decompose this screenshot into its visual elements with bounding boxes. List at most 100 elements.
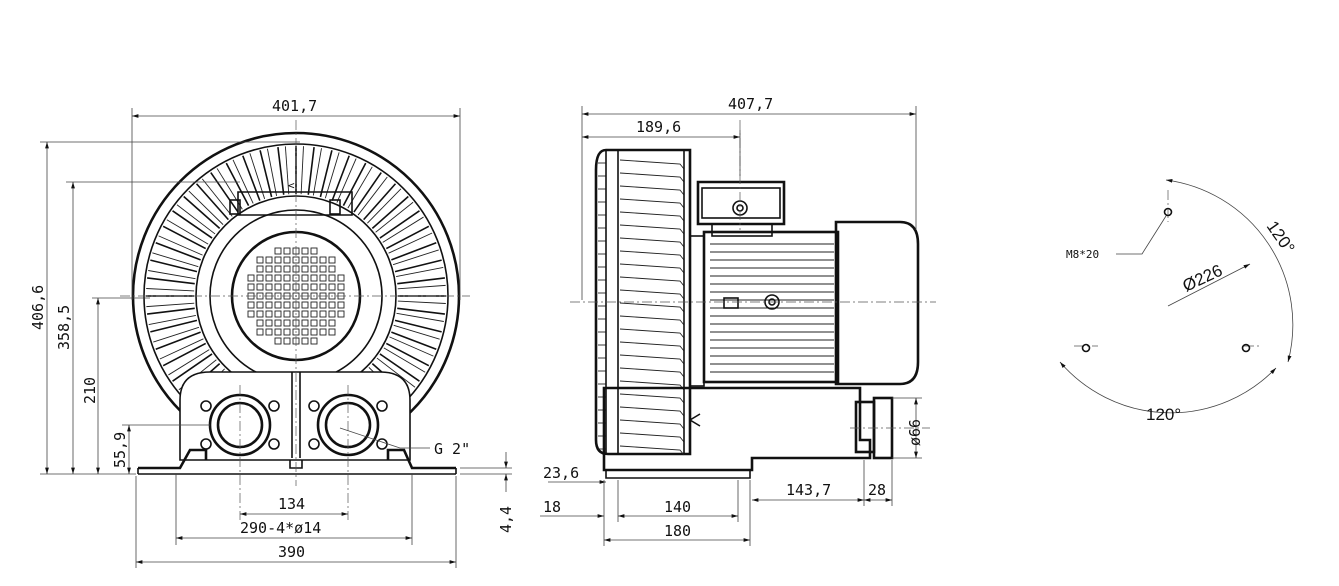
fin-edge bbox=[159, 338, 204, 360]
grille-cell bbox=[256, 292, 264, 300]
flange-hole-left bbox=[1081, 343, 1091, 353]
dim-port-diameter: ø66 bbox=[906, 419, 924, 446]
grille-cell bbox=[247, 274, 255, 282]
arc-bottom bbox=[1059, 361, 1277, 414]
fin bbox=[307, 146, 315, 195]
front-view: < 401,7 406,6 35 bbox=[29, 97, 515, 568]
dim-foot-holes: 140 bbox=[664, 498, 691, 516]
grille-cell bbox=[301, 319, 309, 327]
grille-cell bbox=[265, 319, 273, 327]
dim-height-total: 406,6 bbox=[29, 285, 47, 330]
fin bbox=[183, 195, 221, 229]
grille-cell bbox=[310, 301, 318, 309]
flow-arrow bbox=[689, 413, 701, 427]
grille-cell bbox=[328, 274, 336, 282]
grille-cell bbox=[319, 301, 327, 309]
grille-cell bbox=[301, 265, 309, 273]
diameter-leader bbox=[1167, 263, 1251, 307]
side-fin bbox=[619, 224, 685, 235]
fin bbox=[259, 150, 273, 198]
grille-cell bbox=[265, 283, 273, 291]
grille-cell bbox=[310, 265, 318, 273]
dim-port-spacing: 134 bbox=[278, 495, 305, 513]
grille-cell bbox=[319, 283, 327, 291]
side-centerlines bbox=[570, 120, 936, 303]
grille-cell bbox=[328, 265, 336, 273]
fin bbox=[363, 183, 397, 221]
fin bbox=[319, 150, 333, 198]
fin-edge bbox=[376, 357, 416, 388]
grille-cell bbox=[292, 274, 300, 282]
grille-cell bbox=[310, 319, 318, 327]
grille-cell bbox=[301, 256, 309, 264]
grille-cell bbox=[319, 256, 327, 264]
side-fin bbox=[619, 445, 685, 456]
grille-cell bbox=[301, 247, 309, 255]
dim-base-width: 390 bbox=[278, 543, 305, 561]
fin-edge bbox=[232, 159, 254, 204]
dim-holes: 290-4*ø14 bbox=[240, 519, 321, 537]
cable-gland-right bbox=[329, 199, 341, 215]
fin bbox=[162, 225, 207, 250]
grille-cell bbox=[310, 292, 318, 300]
fin-edge bbox=[396, 312, 444, 322]
fin bbox=[379, 210, 420, 239]
thread-label: G 2" bbox=[434, 440, 470, 458]
fin bbox=[172, 210, 213, 239]
grille-cell bbox=[256, 328, 264, 336]
fan-cowl bbox=[834, 220, 920, 386]
grille-cell bbox=[283, 337, 291, 345]
grille-cell bbox=[310, 328, 318, 336]
fin-edge bbox=[393, 324, 440, 340]
fin-edge bbox=[146, 302, 195, 308]
fin bbox=[162, 342, 207, 367]
grille-cell bbox=[301, 337, 309, 345]
grille-cell bbox=[247, 283, 255, 291]
grille-cell bbox=[274, 310, 282, 318]
fin bbox=[394, 259, 442, 273]
grille-cell bbox=[310, 310, 318, 318]
fin bbox=[225, 162, 250, 207]
fin bbox=[172, 353, 213, 382]
side-fin bbox=[619, 172, 685, 183]
fin-edge bbox=[188, 190, 224, 225]
base-plate bbox=[137, 468, 457, 475]
dim-height-outlet: 358,5 bbox=[55, 305, 73, 350]
side-fin bbox=[619, 289, 685, 300]
fin bbox=[210, 172, 239, 213]
grille-cell bbox=[328, 256, 336, 264]
dim-height-port: 55,9 bbox=[111, 432, 129, 468]
fin bbox=[379, 353, 420, 382]
screw-leader bbox=[1116, 215, 1167, 255]
grille-cell bbox=[256, 274, 264, 282]
port-centerlines bbox=[239, 385, 349, 520]
front-centerlines bbox=[120, 120, 470, 486]
dim-foot-length: 180 bbox=[664, 522, 691, 540]
blower-housing bbox=[594, 148, 692, 456]
dim-base-offset: 23,6 bbox=[543, 464, 579, 482]
side-fin bbox=[619, 237, 685, 248]
grille-cell bbox=[274, 265, 282, 273]
fin-edge bbox=[168, 349, 210, 376]
fin bbox=[146, 307, 195, 315]
grille-cell bbox=[328, 319, 336, 327]
screw-label: M8*20 bbox=[1066, 248, 1099, 261]
side-fin bbox=[619, 302, 685, 313]
arc-top bbox=[1165, 178, 1294, 363]
fin-edge bbox=[367, 188, 402, 224]
fin-edge bbox=[396, 266, 444, 278]
port-divider bbox=[291, 372, 301, 458]
dim-height-center: 210 bbox=[81, 377, 99, 404]
grille-cell bbox=[328, 301, 336, 309]
grille-cell bbox=[310, 256, 318, 264]
fin-edge bbox=[392, 249, 439, 266]
fin bbox=[150, 259, 198, 273]
fin-edge bbox=[382, 216, 424, 243]
grille-cell bbox=[265, 328, 273, 336]
side-fin bbox=[619, 354, 685, 365]
dim-port-length: 143,7 bbox=[786, 481, 831, 499]
fin-edge bbox=[397, 300, 446, 304]
fin bbox=[195, 183, 229, 221]
grille-cell bbox=[301, 283, 309, 291]
grille-cell bbox=[328, 328, 336, 336]
